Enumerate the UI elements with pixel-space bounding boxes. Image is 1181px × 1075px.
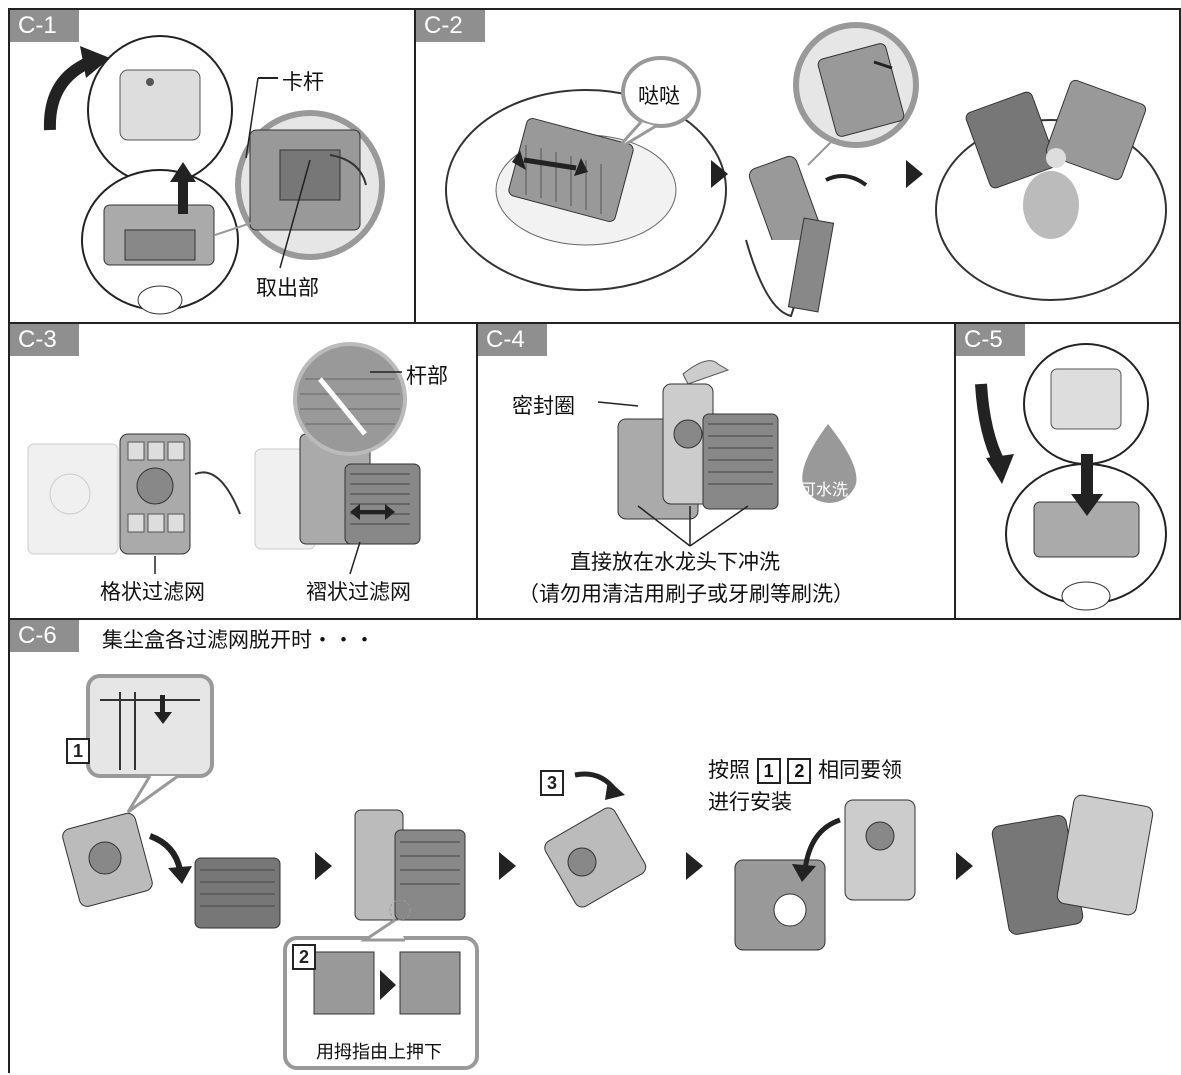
c3-illustration	[27, 342, 421, 575]
c2-illustration	[445, 22, 1167, 318]
c1-illustration	[43, 35, 385, 315]
c6-step3-badge: 3	[540, 770, 564, 796]
panel-c4-tag: C-4	[478, 324, 547, 356]
panel-c2: C-2 哒哒	[414, 8, 1181, 324]
c6-title: 集尘盒各过滤网脱开时・・・	[102, 628, 375, 652]
c4-instruction-line1: 直接放在水龙头下冲洗	[570, 550, 780, 574]
c6-install-suffix: 相同要领	[818, 758, 903, 782]
panel-c4: C-4 密封圈 可水洗 直接放在水龙头下冲洗 （请勿用清洁用刷子或牙刷等刷洗）	[476, 322, 956, 620]
c6-install-line1: 按照 1 2 相同要领	[708, 754, 902, 784]
c6-install-line2: 进行安装	[708, 790, 792, 814]
c6-illustration	[62, 674, 1154, 1070]
c3-pleated-filter-label: 褶状过滤网	[306, 580, 411, 604]
panel-c3-tag: C-3	[10, 324, 79, 356]
c4-illustration	[597, 360, 857, 547]
c6-install-num2: 2	[787, 758, 812, 784]
c6-step2-badge: 2	[292, 944, 316, 970]
c4-seal-label: 密封圈	[512, 394, 575, 418]
panel-c1-tag: C-1	[10, 10, 79, 42]
panel-c6: C-6 集尘盒各过滤网脱开时・・・	[8, 618, 1181, 1073]
panel-c6-tag: C-6	[10, 620, 79, 652]
panel-c5-tag: C-5	[956, 324, 1025, 356]
c6-install-num1: 1	[756, 758, 781, 784]
c1-lever-label: 卡杆	[282, 70, 324, 94]
panel-c5: C-5	[954, 322, 1181, 620]
c5-illustration	[975, 343, 1167, 611]
c4-instruction-line2: （请勿用清洁用刷子或牙刷等刷洗）	[518, 582, 854, 606]
c4-washable-label: 可水洗	[800, 480, 849, 499]
c1-grip-label: 取出部	[256, 276, 319, 300]
c6-install-prefix: 按照	[708, 758, 750, 782]
c6-thumb-press-label: 用拇指由上押下	[316, 1042, 442, 1063]
c3-lever-label: 杆部	[406, 364, 448, 388]
panel-c1: C-1 卡杆 取出部	[8, 8, 416, 324]
c6-step1-badge: 1	[66, 738, 90, 764]
panel-c2-tag: C-2	[416, 10, 485, 42]
c3-grid-filter-label: 格状过滤网	[100, 580, 205, 604]
c2-sound-label: 哒哒	[638, 84, 680, 108]
panel-c3: C-3 杆部 格状过滤网 褶状过滤网	[8, 322, 478, 620]
